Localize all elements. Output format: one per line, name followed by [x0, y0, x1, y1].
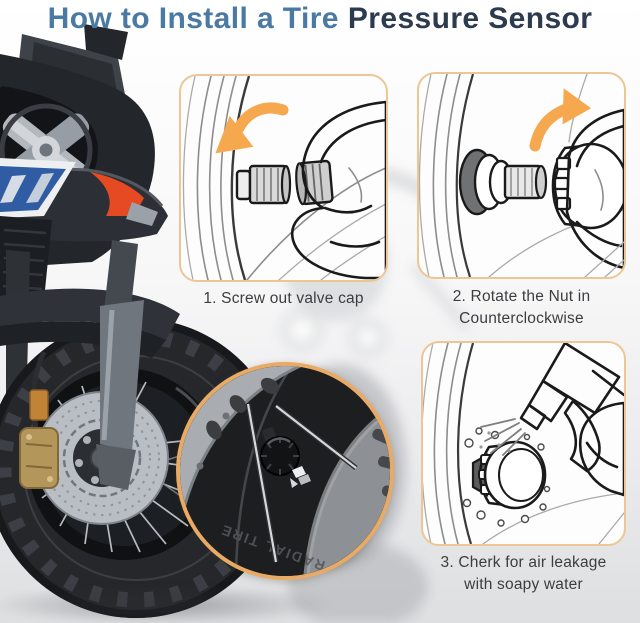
tire-profile-lines [182, 76, 251, 280]
title-part-blue: How to Install a Tire [47, 2, 339, 35]
fork-right [96, 240, 144, 490]
step1-caption: 1. Screw out valve cap [203, 290, 364, 307]
step2-panel [417, 72, 626, 279]
spray-droplets [479, 431, 511, 453]
fork-reflector [29, 389, 49, 421]
motorcycle-photo [0, 24, 250, 618]
metal-clamp-glint [290, 466, 311, 488]
step1-panel [179, 74, 388, 282]
spokes [245, 403, 358, 563]
livery-graphics [0, 158, 158, 226]
hand [565, 108, 624, 277]
rim-sensor-closeup: RADIAL TIRE [180, 366, 390, 576]
spray-check-illustration [423, 343, 624, 544]
step3-caption: 3. Cherk for air leakage with soapy wate… [440, 554, 607, 593]
title-part-navy: Pressure Sensor [347, 2, 593, 35]
sensor-lock-nut [551, 142, 624, 230]
brake-caliper [19, 427, 59, 489]
tire-profile-lines [419, 74, 624, 277]
wheel-closeup-inset: RADIAL TIRE [176, 362, 394, 580]
tpms-sensor [260, 427, 311, 488]
rotate-nut-illustration [419, 74, 624, 277]
ground-shadow [0, 584, 340, 623]
valve-grommet-washers [458, 148, 548, 216]
step2-caption: 2. Rotate the Nut in Counterclockwise [452, 288, 591, 327]
hand [290, 100, 386, 280]
counterclockwise-arrow-icon [529, 88, 592, 152]
counterclockwise-arrow-icon [215, 102, 289, 154]
spoke-lines [246, 167, 386, 280]
step3-panel [421, 341, 626, 546]
installed-sensor [471, 440, 547, 510]
valve-stem [235, 164, 292, 205]
hand [578, 401, 624, 544]
tire-profile-lines [423, 343, 624, 544]
rim-spoke-flange [180, 366, 305, 525]
unscrew-valve-cap-illustration [182, 76, 386, 280]
valve-cap [295, 159, 334, 206]
spray-mist [480, 418, 526, 456]
